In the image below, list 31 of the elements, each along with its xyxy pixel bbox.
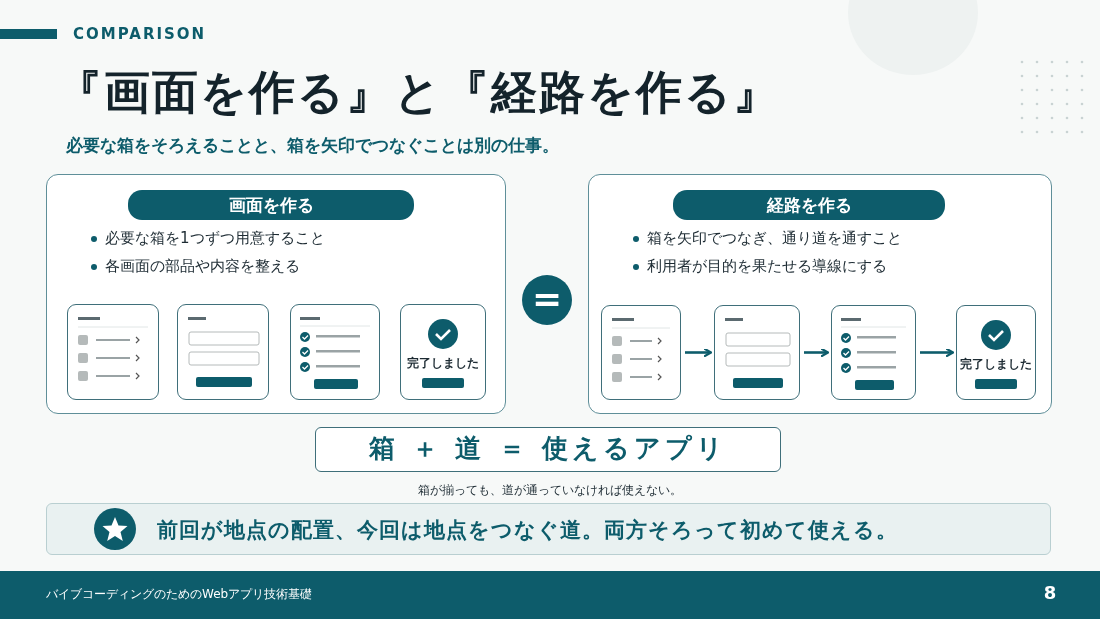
screen-card bbox=[956, 305, 1036, 400]
screen-card bbox=[290, 304, 380, 400]
arrow bbox=[920, 347, 955, 358]
arrow bbox=[804, 347, 830, 358]
status-text: 完了しました bbox=[406, 355, 480, 372]
status-text: 完了しました bbox=[959, 356, 1033, 373]
summary-banner bbox=[46, 503, 1051, 555]
screen-card bbox=[177, 304, 269, 400]
footer-text: バイブコーディングのためのWebアプリ技術基礎 bbox=[46, 586, 313, 603]
formula-box: 箱 ＋ 道 ＝ 使えるアプリ bbox=[315, 427, 781, 472]
bullet-text: 箱を矢印でつなぎ、通り道を通すこと bbox=[647, 229, 902, 248]
screen-card bbox=[831, 305, 916, 400]
summary-text: 前回が地点の配置、今回は地点をつなぐ道。両方そろって初めて使える。 bbox=[157, 517, 898, 544]
arrow bbox=[685, 347, 713, 358]
screen-card bbox=[67, 304, 159, 400]
panel-card bbox=[588, 174, 1052, 414]
panel-card bbox=[46, 174, 506, 414]
bullet-text: 必要な箱を1つずつ用意すること bbox=[105, 229, 325, 248]
subtitle: 必要な箱をそろえることと、箱を矢印でつなぐことは別の仕事。 bbox=[66, 134, 559, 157]
bullet-text: 利用者が目的を果たせる導線にする bbox=[647, 257, 887, 276]
page-number: 8 bbox=[1042, 582, 1058, 603]
screen-card bbox=[601, 305, 681, 400]
screen-card bbox=[714, 305, 800, 400]
note-text: 箱が揃っても、道が通っていなければ使えない。 bbox=[417, 482, 683, 499]
panel-heading: 画面を作る bbox=[128, 190, 414, 220]
bullet-text: 各画面の部品や内容を整える bbox=[105, 257, 300, 276]
screen-card bbox=[400, 304, 486, 400]
panel-heading: 経路を作る bbox=[673, 190, 945, 220]
slide-title: 『画面を作る』と『経路を作る』 bbox=[56, 64, 781, 121]
section-label: COMPARISON bbox=[73, 25, 207, 43]
equals-badge: = bbox=[522, 275, 572, 325]
